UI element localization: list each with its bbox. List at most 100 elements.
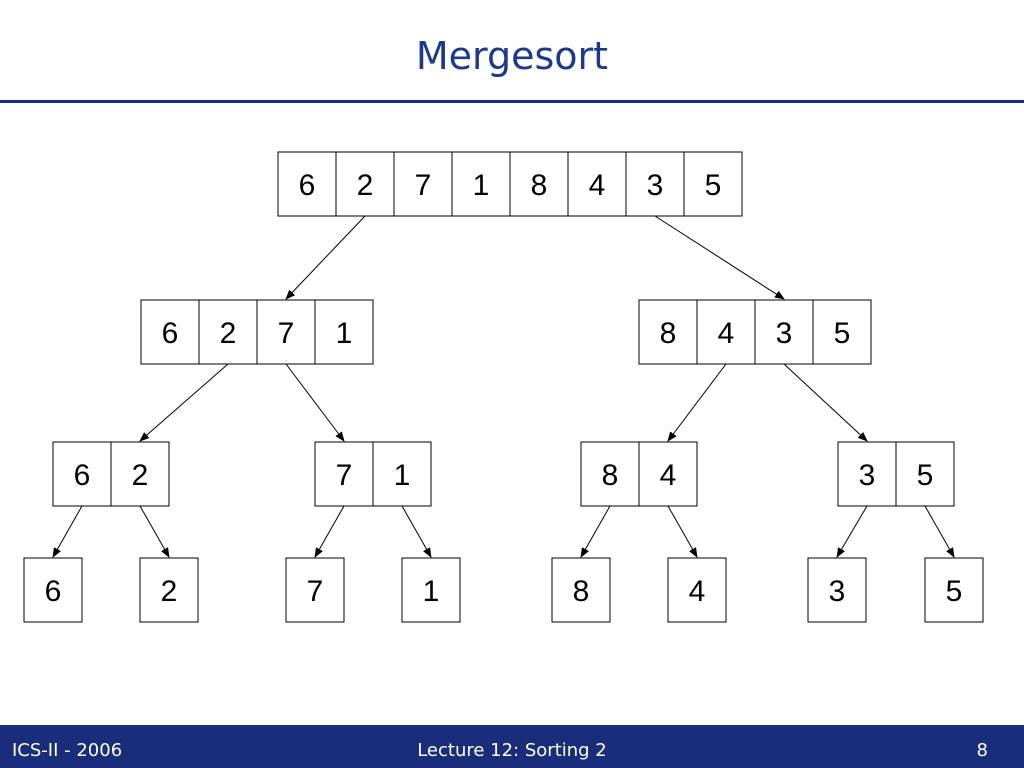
cell-border [638,441,698,507]
array-box-level-1-0: 6 2 7 1 [140,299,374,365]
array-cell: 2 [335,151,395,217]
split-arrow-right [667,505,698,558]
array-cell: 2 [139,557,199,623]
split-arrow-right [783,363,868,442]
cell-value: 7 [415,169,432,202]
split-arrow-right [924,505,955,558]
cell-border [754,299,814,365]
split-arrow-left [836,505,868,558]
split-arrow-left [314,505,345,558]
cell-value: 5 [705,169,722,202]
cell-border [837,441,897,507]
array-box-level-3-6: 3 [807,557,867,623]
array-cell: 6 [277,151,337,217]
cell-value: 7 [336,459,353,492]
array-cell: 8 [551,557,611,623]
cell-value: 4 [660,459,677,492]
array-box-level-3-3: 1 [401,557,461,623]
cell-border [509,151,569,217]
cell-border [110,441,170,507]
cell-value: 7 [278,317,295,350]
array-cell: 7 [256,299,316,365]
cell-border [23,557,83,623]
cell-border [683,151,743,217]
array-cell: 3 [625,151,685,217]
cell-value: 5 [946,575,963,608]
cell-value: 6 [162,317,179,350]
array-cell: 2 [110,441,170,507]
cell-value: 6 [299,169,316,202]
array-cell: 4 [696,299,756,365]
cell-border [812,299,872,365]
cell-border [895,441,955,507]
array-cell: 3 [754,299,814,365]
array-cell: 5 [812,299,872,365]
cell-value: 8 [531,169,548,202]
array-cell: 5 [683,151,743,217]
cell-border [567,151,627,217]
array-cell: 4 [567,151,627,217]
split-arrow-left [52,505,83,558]
split-arrow-left [580,505,611,558]
array-box-level-3-4: 8 [551,557,611,623]
cell-value: 1 [336,317,353,350]
cell-value: 8 [573,575,590,608]
footer-page-number: 8 [976,740,988,761]
cell-value: 4 [589,169,606,202]
split-arrow-left [285,215,366,300]
array-cell: 1 [372,441,432,507]
array-box-level-3-0: 6 [23,557,83,623]
cell-value: 6 [74,459,91,492]
array-cell: 7 [285,557,345,623]
array-box-level-3-1: 2 [139,557,199,623]
cell-value: 1 [423,575,440,608]
array-cell: 4 [667,557,727,623]
split-arrow-right [401,505,432,558]
array-cell: 3 [807,557,867,623]
array-cell: 5 [895,441,955,507]
cell-value: 2 [220,317,237,350]
cell-value: 2 [357,169,374,202]
array-box-level-3-7: 5 [924,557,984,623]
array-cell: 7 [314,441,374,507]
cell-border [696,299,756,365]
array-box-level-3-2: 7 [285,557,345,623]
cell-border [372,441,432,507]
cell-value: 4 [689,575,706,608]
cell-border [451,151,511,217]
array-cell: 3 [837,441,897,507]
array-cell: 6 [23,557,83,623]
cell-value: 3 [829,575,846,608]
cell-border [807,557,867,623]
cell-border [638,299,698,365]
cell-border [140,299,200,365]
cell-value: 7 [307,575,324,608]
cell-border [314,299,374,365]
split-arrow-right [139,505,170,558]
array-box-level-3-5: 4 [667,557,727,623]
array-cell: 1 [401,557,461,623]
cell-value: 1 [473,169,490,202]
cell-value: 8 [660,317,677,350]
cell-border [256,299,316,365]
array-cell: 2 [198,299,258,365]
cell-border [551,557,611,623]
array-cell: 8 [509,151,569,217]
title-rule [0,100,1024,103]
array-cell: 7 [393,151,453,217]
array-cell: 6 [52,441,112,507]
array-cell: 8 [638,299,698,365]
cell-border [285,557,345,623]
cell-border [667,557,727,623]
footer-lecture: Lecture 12: Sorting 2 [417,740,607,761]
cell-border [139,557,199,623]
array-cell: 5 [924,557,984,623]
